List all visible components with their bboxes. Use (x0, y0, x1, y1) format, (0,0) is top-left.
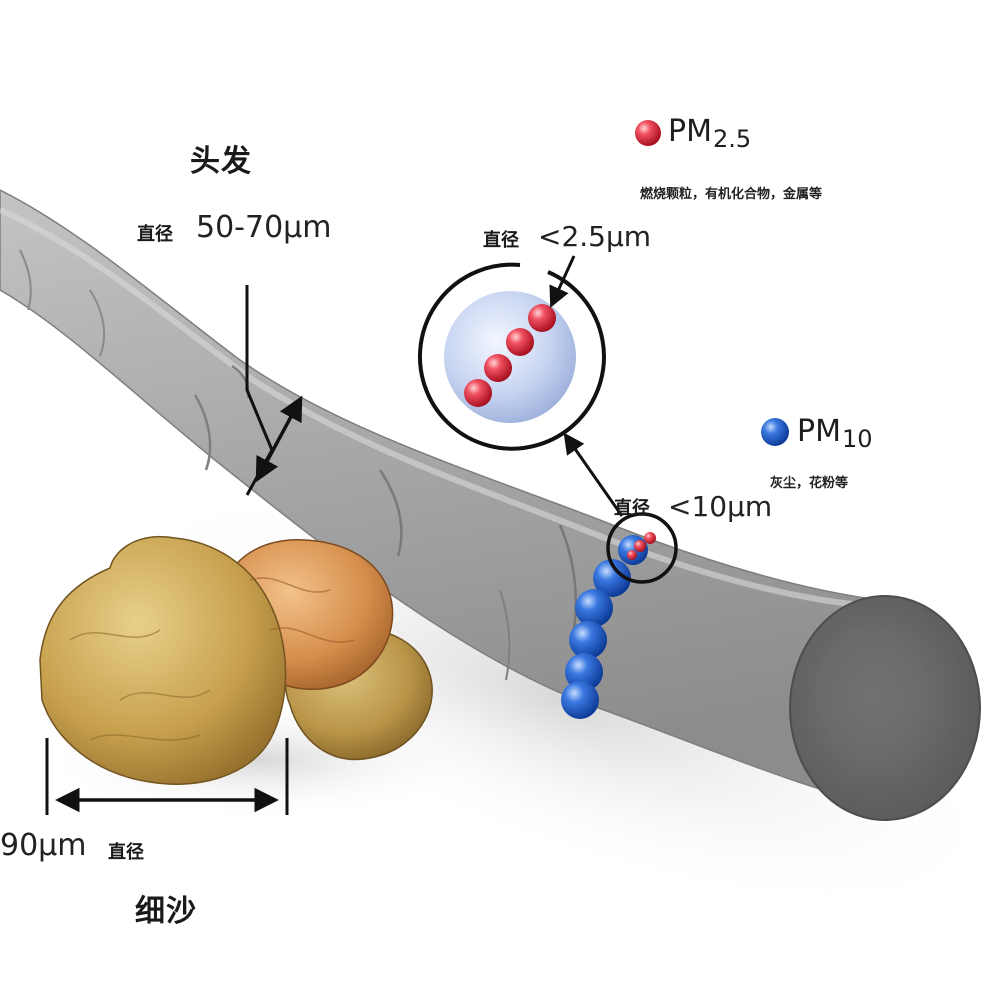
pm25-small-particles (627, 532, 656, 560)
hair-diameter-value: 50-70μm (196, 210, 332, 245)
sand-title: 细沙 (135, 894, 197, 929)
magnifier-large (417, 262, 606, 451)
pm10-subscript: 10 (841, 425, 873, 453)
pm10-diameter-value: <10μm (668, 490, 773, 523)
pm25-subscript: 2.5 (712, 125, 752, 153)
pm25-legend-title: PM2.5 (668, 114, 751, 153)
sand-diameter-marker (45, 738, 289, 815)
pm25-description: 燃烧颗粒，有机化合物，金属等 (640, 187, 823, 202)
pm25-diameter-label: 直径 (483, 230, 519, 251)
magnifier-arrow (563, 432, 624, 517)
hair-diameter-label: 直径 (137, 224, 173, 245)
pm10-legend-title: PM10 (797, 414, 873, 453)
hair-strand (0, 189, 981, 821)
sand-grains (39, 536, 433, 785)
hair-diameter-marker (245, 285, 303, 496)
pm25-name: PM (668, 114, 712, 149)
pm25-pointer-arrow (549, 255, 576, 308)
pm10-diameter-label: 直径 (614, 498, 650, 519)
hair-title: 头发 (190, 144, 252, 179)
sand-diameter-label: 直径 (108, 842, 144, 863)
pm10-legend-dot (761, 418, 789, 446)
pm25-legend-dot (635, 120, 661, 146)
pm10-name: PM (797, 414, 841, 449)
pm25-diameter-value: <2.5μm (538, 220, 652, 253)
pm10-description: 灰尘，花粉等 (770, 476, 849, 491)
magnifier-small-ring (606, 512, 678, 584)
sand-diameter-value: 90μm (0, 828, 87, 863)
